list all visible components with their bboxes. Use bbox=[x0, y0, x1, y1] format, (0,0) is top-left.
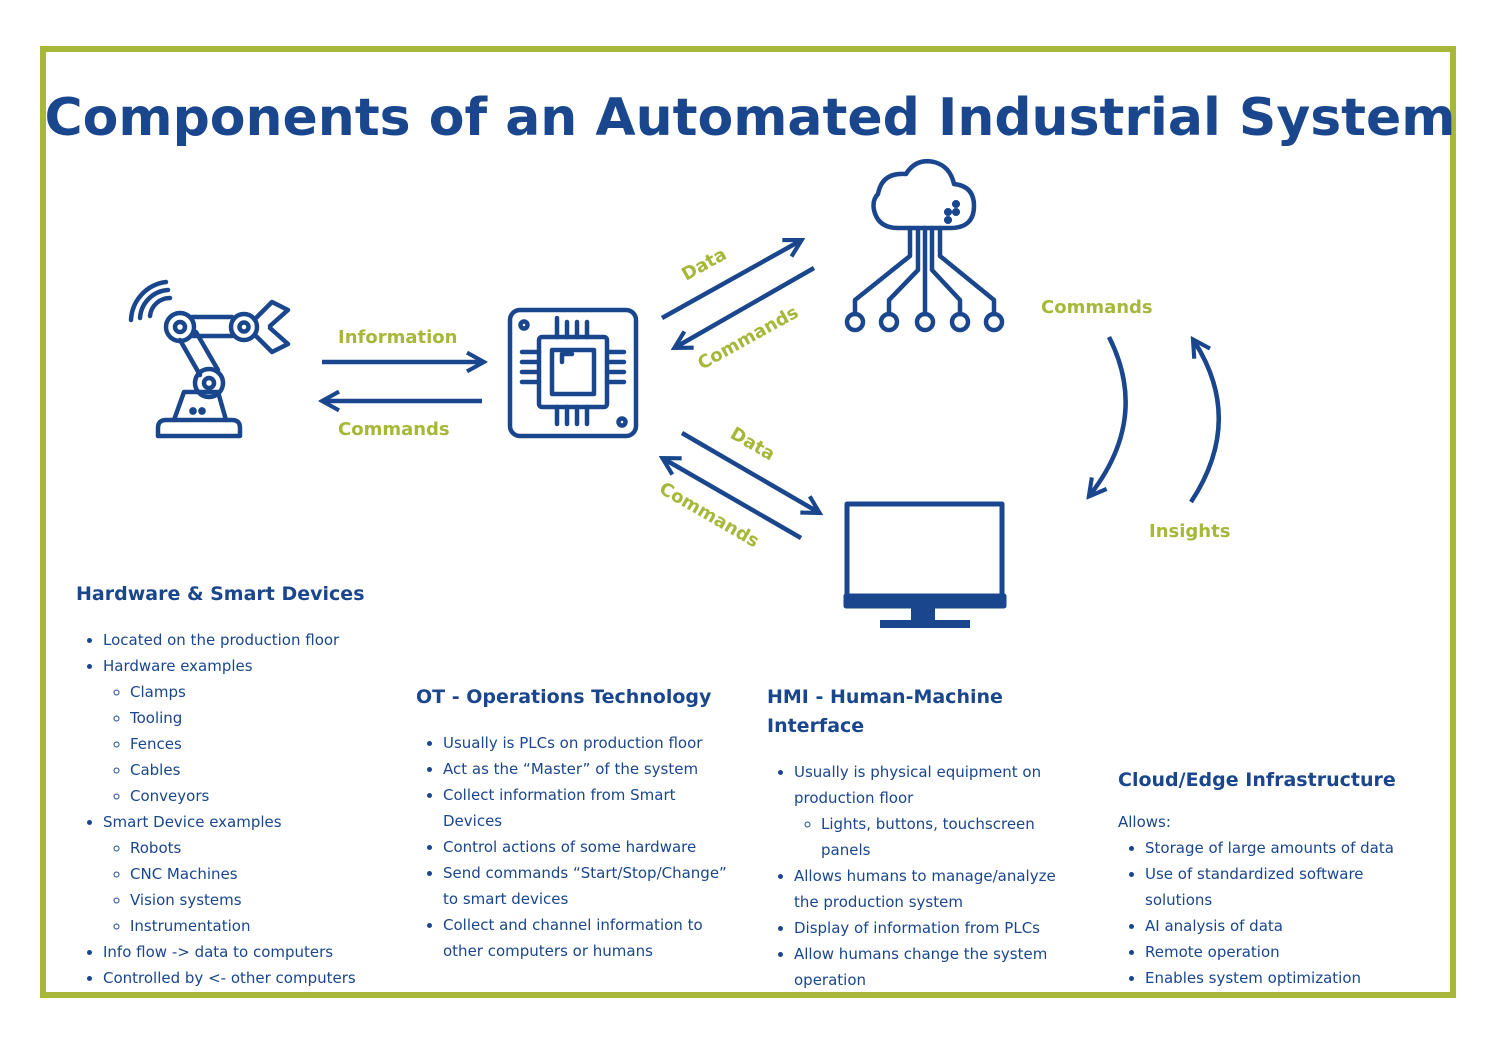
label-commands-cloud: Commands bbox=[694, 302, 802, 374]
bullet-list: Usually is PLCs on production floor Act … bbox=[416, 730, 736, 964]
sub-list-item: Robots bbox=[130, 835, 386, 861]
list-item: Usually is PLCs on production floor bbox=[443, 730, 736, 756]
bullet-list: Usually is physical equipment on product… bbox=[767, 759, 1077, 993]
list-item: Smart Device examples Robots CNC Machine… bbox=[103, 809, 386, 939]
list-item: Info flow -> data to computers bbox=[103, 939, 386, 965]
section-heading: HMI - Human-Machine Interface bbox=[767, 686, 1003, 737]
bullet-list: Storage of large amounts of data Use of … bbox=[1118, 835, 1418, 991]
label-commands-cloud-loop: Commands bbox=[1041, 297, 1153, 318]
section-heading: OT - Operations Technology bbox=[416, 686, 712, 708]
list-item: Remote operation bbox=[1145, 939, 1418, 965]
label-data-cloud: Data bbox=[678, 244, 730, 286]
sub-list-item: Tooling bbox=[130, 705, 386, 731]
arrow-chip-to-cloud bbox=[660, 241, 800, 320]
page-title: Components of an Automated Industrial Sy… bbox=[44, 88, 1456, 148]
section-hmi: HMI - Human-Machine Interface Usually is… bbox=[767, 683, 1077, 993]
sub-list-item: CNC Machines bbox=[130, 861, 386, 887]
section-ot: OT - Operations Technology Usually is PL… bbox=[416, 683, 736, 964]
sub-list-item: Conveyors bbox=[130, 783, 386, 809]
bullet-list: Located on the production floor Hardware… bbox=[76, 627, 386, 991]
label-commands-monitor: Commands bbox=[656, 478, 763, 552]
section-heading: Hardware & Smart Devices bbox=[76, 583, 365, 605]
label-information: Information bbox=[338, 327, 457, 348]
list-item: Hardware examples Clamps Tooling Fences … bbox=[103, 653, 386, 809]
label-commands-robot: Commands bbox=[338, 419, 450, 440]
section-hardware: Hardware & Smart Devices Located on the … bbox=[76, 580, 386, 991]
list-item: Send commands “Start/Stop/Change” to sma… bbox=[443, 860, 736, 912]
arrow-cloud-to-chip bbox=[676, 266, 816, 347]
sub-list-item: Fences bbox=[130, 731, 386, 757]
section-lead: Allows: bbox=[1118, 813, 1171, 831]
list-item: Usually is physical equipment on product… bbox=[794, 759, 1077, 863]
label-data-monitor: Data bbox=[727, 423, 779, 465]
sub-list-item: Clamps bbox=[130, 679, 386, 705]
list-item: AI analysis of data bbox=[1145, 913, 1418, 939]
sub-list-item: Instrumentation bbox=[130, 913, 386, 939]
list-item: Collect and channel information to other… bbox=[443, 912, 736, 964]
list-item: Enables system optimization bbox=[1145, 965, 1418, 991]
label-insights: Insights bbox=[1149, 521, 1230, 542]
sub-list-item: Cables bbox=[130, 757, 386, 783]
list-item: Storage of large amounts of data bbox=[1145, 835, 1418, 861]
list-item: Act as the “Master” of the system bbox=[443, 756, 736, 782]
arrow-monitor-to-cloud bbox=[1189, 341, 1221, 504]
arrow-monitor-to-chip bbox=[664, 459, 803, 540]
list-item: Control actions of some hardware bbox=[443, 834, 736, 860]
monitor-icon bbox=[843, 501, 1007, 628]
arrow-chip-to-monitor bbox=[680, 431, 818, 512]
cloud-network-icon bbox=[844, 159, 1005, 333]
sub-list-item: Vision systems bbox=[130, 887, 386, 913]
section-cloud: Cloud/Edge Infrastructure Allows: Storag… bbox=[1118, 766, 1418, 991]
list-item: Controlled by <- other computers bbox=[103, 965, 386, 991]
robot-arm-icon bbox=[128, 279, 291, 439]
list-item: Use of standardized software solutions bbox=[1145, 861, 1418, 913]
chip-icon bbox=[507, 307, 639, 439]
list-item: Collect information from Smart Devices bbox=[443, 782, 736, 834]
list-item: Located on the production floor bbox=[103, 627, 386, 653]
section-heading: Cloud/Edge Infrastructure bbox=[1118, 769, 1396, 791]
list-item: Allow humans change the system operation bbox=[794, 941, 1077, 993]
list-item: Allows humans to manage/analyze the prod… bbox=[794, 863, 1077, 915]
arrow-cloud-to-monitor bbox=[1090, 335, 1128, 495]
sub-list-item: Lights, buttons, touchscreen panels bbox=[821, 811, 1077, 863]
list-item: Display of information from PLCs bbox=[794, 915, 1077, 941]
border-frame bbox=[40, 46, 1456, 998]
